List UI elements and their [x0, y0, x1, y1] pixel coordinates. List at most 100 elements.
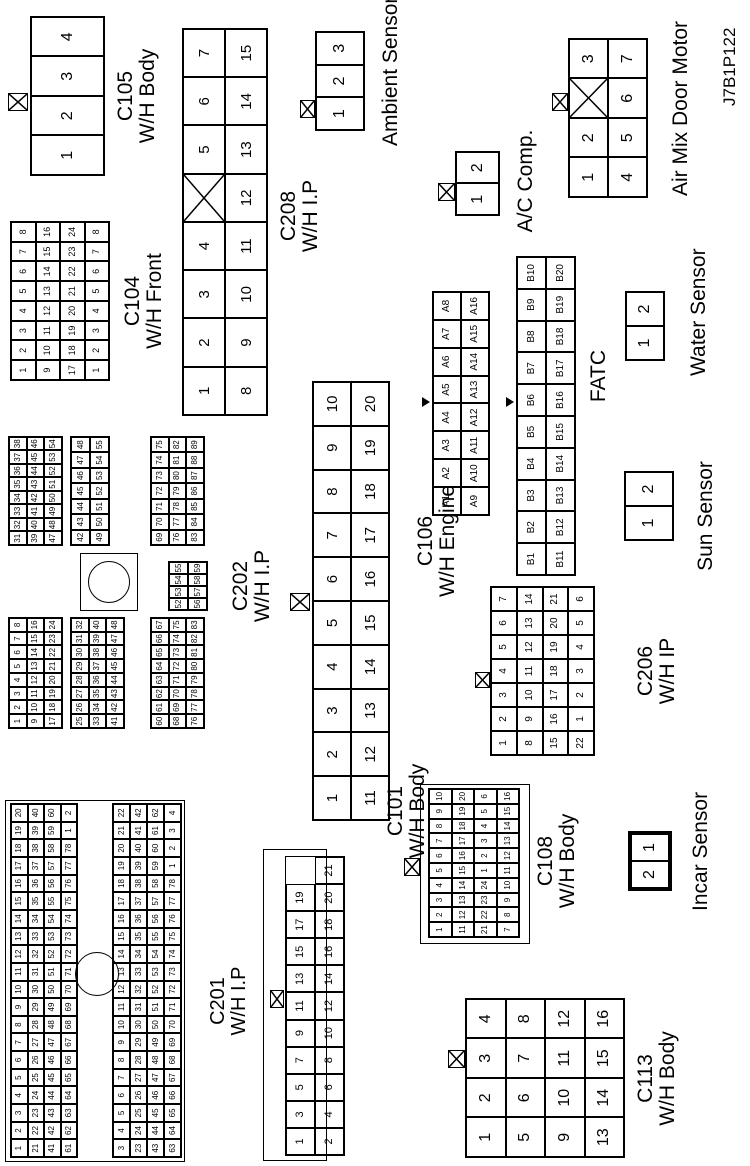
pin-cell: 7 [505, 1038, 545, 1078]
pin-cell: 19 [542, 635, 569, 659]
pin-cell: 8 [313, 469, 351, 514]
pin-cell: 86 [186, 483, 204, 499]
pin-cell: 55 [90, 437, 109, 453]
pin-cell: 5 [11, 281, 36, 301]
pin-cell: 71 [151, 498, 169, 515]
pin-cell: 12 [496, 848, 519, 863]
polarity-marker-icon [506, 397, 514, 407]
pin-cell: 2 [11, 340, 36, 361]
pin-cell: 17 [11, 856, 28, 875]
pin-cell: 17 [44, 714, 62, 728]
pin-cell: 70 [151, 514, 169, 530]
pin-cell: 40 [27, 804, 44, 822]
pin-cell: 73 [164, 962, 181, 981]
pin-cell: 15 [113, 927, 130, 946]
pin-cell: 31 [130, 998, 147, 1016]
pin-cell: 56 [147, 909, 164, 928]
pin-cell: 13 [26, 659, 45, 673]
pin-cell: 37 [88, 659, 107, 673]
pin-cell: 2 [183, 318, 225, 367]
pin-cell: 3 [113, 1139, 130, 1157]
pin-cell: 3 [183, 270, 225, 319]
pin-cell: 24 [130, 1121, 147, 1140]
pin-cell: 5 [113, 1104, 130, 1122]
connector-desc: W/H Front [143, 253, 167, 349]
pin-cell: 47 [44, 531, 62, 545]
pin-cell: 76 [164, 909, 181, 928]
connector-desc: Incar Sensor [689, 791, 712, 911]
pin-cell: 19 [60, 320, 85, 341]
pin-cell: 14 [113, 945, 130, 963]
pin-cell: 15 [542, 731, 569, 755]
pin-cell: 56 [188, 598, 207, 610]
pin-cell: 2 [429, 907, 452, 923]
pin-cell: 2 [466, 1078, 506, 1118]
pin-cell: 73 [151, 467, 169, 484]
pin-cell: 40 [26, 518, 45, 532]
pin-cell: 3 [286, 1100, 315, 1128]
pin-cell: 12 [26, 673, 45, 687]
pin-cell: 18 [351, 469, 389, 514]
connector-id: C208 [277, 190, 300, 242]
pin-cell: B5 [517, 416, 546, 448]
pin-cell: 5 [313, 601, 351, 645]
pin-cell: 6 [11, 261, 36, 282]
lock-tab-icon [475, 672, 490, 688]
pin-cell: 39 [130, 856, 147, 875]
pin-cell: 13 [35, 281, 60, 301]
connector-desc: W/H Body [556, 813, 580, 909]
pin-cell: 65 [60, 1068, 77, 1087]
pin-cell: 77 [60, 856, 77, 875]
pin-cell: 16 [113, 909, 130, 928]
pin-cell: 48 [71, 437, 90, 453]
pin-cell: 68 [164, 1051, 181, 1069]
pin-cell: 32 [71, 618, 89, 632]
pin-cell: 43 [26, 477, 45, 491]
pin-cell: 14 [225, 77, 267, 126]
pin-cell: 9 [225, 318, 267, 367]
pin-cell: 36 [9, 464, 27, 478]
pin-cell: 76 [60, 874, 77, 893]
pin-cell: 59 [188, 562, 207, 574]
pin-cell: 41 [106, 714, 124, 728]
pin-cell: 51 [44, 962, 61, 981]
pin-cell: 10 [516, 683, 543, 707]
pin-cell: 1 [626, 326, 664, 360]
pin-cell: 6 [11, 1051, 28, 1069]
pin-cell: 21 [113, 821, 130, 840]
pin-cell: 14 [451, 877, 474, 893]
pin-cell: 65 [151, 645, 169, 660]
pin-cell: 4 [313, 644, 351, 689]
pin-cell: 6 [315, 1073, 344, 1101]
pin-cell: 5 [474, 803, 497, 819]
pin-cell: 6 [9, 645, 27, 660]
pin-cell: 2 [568, 683, 594, 707]
pin-cell: 57 [44, 856, 61, 875]
pin-cell: 6 [608, 78, 647, 118]
pin-cell: 26 [130, 1086, 147, 1105]
connector-label: C202 W/H I.P [229, 531, 274, 641]
pin-cell: 8 [225, 366, 267, 415]
pin-cell: A8 [433, 292, 461, 320]
pin-cell: 14 [11, 909, 28, 928]
pin-cell: 8 [11, 1015, 28, 1034]
pin-cell: 43 [147, 1139, 164, 1157]
pin-cell [286, 857, 315, 884]
pin-cell: 18 [60, 340, 85, 361]
pin-cell: 78 [164, 874, 181, 893]
pin-cell: 2 [491, 707, 517, 731]
pin-cell: 85 [186, 498, 204, 515]
pin-cell: 20 [542, 611, 569, 635]
pin-cell: 52 [90, 483, 109, 499]
connector-label: C208 W/H I.P [277, 161, 322, 271]
connector-desc: FATC [587, 349, 610, 403]
pin-cell: 4 [466, 999, 506, 1039]
pin-cell: 7 [11, 1033, 28, 1052]
pin-cell: 7 [11, 241, 36, 262]
pin-cell: 48 [147, 1051, 164, 1069]
pin-cell: 10 [545, 1078, 585, 1118]
pin-cell: 53 [44, 450, 62, 464]
pin-cell: 71 [164, 998, 181, 1016]
pin-cell: 22 [474, 907, 497, 923]
